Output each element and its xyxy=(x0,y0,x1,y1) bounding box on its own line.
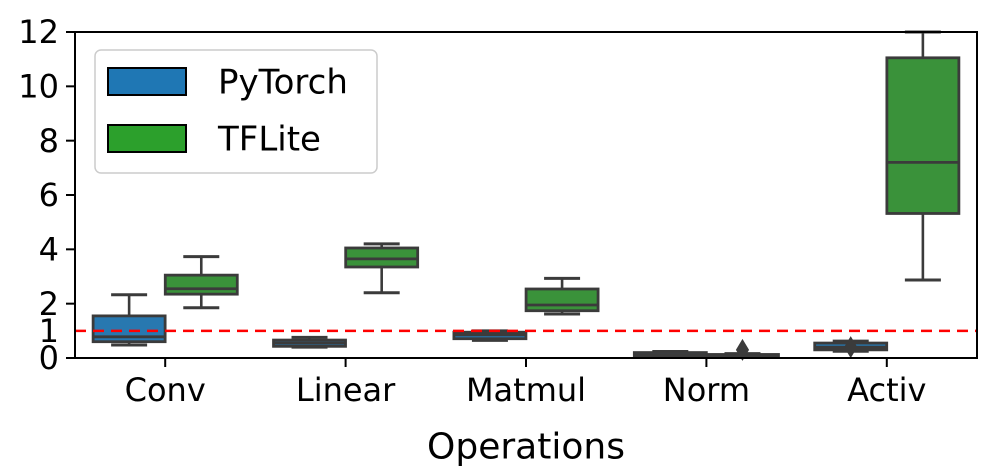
y-tick-label-2: 2 xyxy=(39,285,59,323)
y-tick-label-8: 8 xyxy=(39,122,59,160)
x-tick-label-linear: Linear xyxy=(296,371,396,409)
x-tick-label-conv: Conv xyxy=(125,371,206,409)
x-axis-label: Operations xyxy=(427,427,625,468)
box-tflite-matmul xyxy=(524,287,600,313)
box-tflite-conv xyxy=(163,273,239,296)
y-tick-label-4: 4 xyxy=(39,231,59,269)
x-tick-label-matmul: Matmul xyxy=(466,371,586,409)
legend-label-pytorch: PyTorch xyxy=(218,62,348,102)
reference-tick-label-1: 1 xyxy=(39,312,59,350)
box-tflite-activ xyxy=(885,56,961,215)
y-tick-label-10: 10 xyxy=(18,68,59,106)
legend-swatch-tflite xyxy=(107,124,187,153)
outlier-marker-tflite-norm xyxy=(735,338,750,361)
legend-label-tflite: TFLite xyxy=(217,119,321,159)
x-tick-label-norm: Norm xyxy=(663,371,750,409)
legend-swatch-pytorch xyxy=(107,67,187,96)
y-tick-label-6: 6 xyxy=(39,176,59,214)
x-tick-label-activ: Activ xyxy=(847,371,926,409)
y-tick-label-0: 0 xyxy=(39,339,59,377)
y-tick-label-12: 12 xyxy=(18,13,59,51)
